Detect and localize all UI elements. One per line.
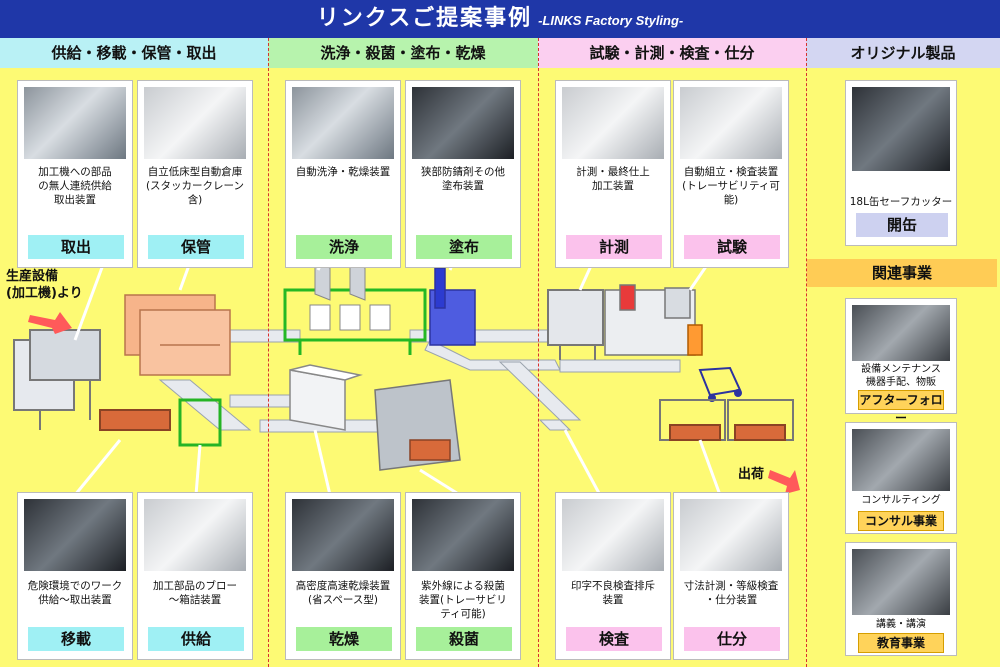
card-photo [412, 87, 514, 159]
column-divider-2 [538, 38, 539, 667]
card-inspection: 印字不良検査排斥 装置 検査 [555, 492, 671, 660]
related-card-after-service: 設備メンテナンス 機器手配、物販 アフターフォロー [845, 298, 957, 425]
card-photo [852, 429, 950, 491]
card-tag: 供給 [148, 627, 244, 651]
card-tag: 仕分 [684, 627, 780, 651]
column-header-testing: 試験・計測・検査・仕分 [538, 38, 806, 68]
card-photo [562, 87, 664, 159]
card-tag: アフターフォロー [858, 390, 944, 425]
card-photo [24, 87, 126, 159]
card-tag: 塗布 [416, 235, 512, 259]
card-description: 自動組立・検査装置 (トレーサビリティ可能) [682, 166, 780, 206]
column-divider-1 [268, 38, 269, 667]
card-tag: 乾燥 [296, 627, 392, 651]
card-tag: 教育事業 [858, 633, 944, 653]
card-tag: 開缶 [856, 213, 948, 237]
card-tag: 取出 [28, 235, 124, 259]
column-header-cleaning: 洗浄・殺菌・塗布・乾燥 [268, 38, 538, 68]
column-header-supply: 供給・移載・保管・取出 [0, 38, 268, 68]
card-tag: 試験 [684, 235, 780, 259]
card-tag: 計測 [566, 235, 662, 259]
card-photo [680, 87, 782, 159]
card-supply: 加工部品のブロー ～箱詰装置 供給 [137, 492, 253, 660]
inspection-machine [604, 284, 703, 356]
card-description: 18L缶セーフカッター [849, 196, 953, 208]
card-measuring: 計測・最終仕上 加工装置 計測 [555, 80, 671, 268]
card-photo [852, 305, 950, 361]
card-sorting: 寸法計測・等級検査 ・仕分装置 仕分 [673, 492, 789, 660]
sterilizer-booth [374, 379, 461, 471]
card-tag: コンサル事業 [858, 511, 944, 531]
card-description: 講義・講演 [876, 619, 926, 630]
card-testing: 自動組立・検査装置 (トレーサビリティ可能) 試験 [673, 80, 789, 268]
card-description: 自動洗浄・乾燥装置 [295, 166, 391, 178]
card-can-opener: 18L缶セーフカッター 開缶 [845, 80, 957, 246]
washing-panels [309, 261, 391, 331]
page-title: リンクスご提案事例 [316, 6, 533, 31]
card-description: コンサルティング [861, 495, 941, 506]
related-business-heading: 関連事業 [807, 259, 997, 287]
card-description: 計測・最終仕上 加工装置 [576, 166, 650, 192]
shipping-cart [698, 366, 742, 402]
card-description: 高密度高速乾燥装置 (省スペース型) [295, 580, 391, 606]
card-storage: 自立低床型自動倉庫 (スタッカークレーン含) 保管 [137, 80, 253, 268]
card-description: 加工機への部品 の無人連続供給 取出装置 [38, 166, 112, 206]
card-description: 自立低床型自動倉庫 (スタッカークレーン含) [145, 166, 245, 206]
column-divider-3 [806, 38, 807, 667]
card-washing: 自動洗浄・乾燥装置 洗浄 [285, 80, 401, 268]
card-description: 狭部防錆剤その他 塗布装置 [421, 166, 505, 192]
card-photo [412, 499, 514, 571]
card-tag: 洗浄 [296, 235, 392, 259]
related-card-education: 講義・講演 教育事業 [845, 542, 957, 656]
card-description: 寸法計測・等級検査 ・仕分装置 [683, 580, 779, 606]
card-photo [24, 499, 126, 571]
card-description: 印字不良検査排斥 装置 [571, 580, 655, 606]
card-tag: 検査 [566, 627, 662, 651]
card-tag: 保管 [148, 235, 244, 259]
card-description: 紫外線による殺菌 装置(トレーサビリ ティ可能) [419, 580, 507, 620]
column-header-original: オリジナル製品 [806, 38, 1000, 68]
card-photo [144, 87, 246, 159]
shipping-arrow-icon [768, 470, 800, 494]
source-arrow-icon [28, 312, 72, 334]
dryer-machine [289, 364, 363, 431]
card-coating: 狭部防錆剤その他 塗布装置 塗布 [405, 80, 521, 268]
sorting-racks [659, 399, 794, 441]
card-transfer: 危険環境でのワーク 供給～取出装置 移載 [17, 492, 133, 660]
card-unloading: 加工機への部品 の無人連続供給 取出装置 取出 [17, 80, 133, 268]
measuring-station [547, 289, 604, 360]
card-description: 加工部品のブロー ～箱詰装置 [153, 580, 237, 606]
card-photo [292, 499, 394, 571]
related-card-consulting: コンサルティング コンサル事業 [845, 422, 957, 534]
left-loader-machine [13, 329, 171, 431]
card-tag: 移載 [28, 627, 124, 651]
source-label: 生産設備 (加工機)より [6, 269, 83, 301]
card-drying: 高密度高速乾燥装置 (省スペース型) 乾燥 [285, 492, 401, 660]
card-photo [144, 499, 246, 571]
title-bar: リンクスご提案事例 -LINKS Factory Styling- [0, 0, 1000, 38]
card-description: 危険環境でのワーク 供給～取出装置 [27, 580, 123, 606]
card-photo [562, 499, 664, 571]
card-sterilizing: 紫外線による殺菌 装置(トレーサビリ ティ可能) 殺菌 [405, 492, 521, 660]
card-photo [680, 499, 782, 571]
automated-warehouse [124, 294, 231, 376]
page-subtitle: -LINKS Factory Styling- [538, 13, 684, 28]
coating-machine [429, 267, 476, 346]
card-photo [292, 87, 394, 159]
card-photo [852, 549, 950, 615]
shipping-label: 出荷 [738, 467, 765, 482]
card-tag: 殺菌 [416, 627, 512, 651]
card-photo [852, 87, 950, 171]
card-description: 設備メンテナンス 機器手配、物販 [861, 364, 941, 388]
